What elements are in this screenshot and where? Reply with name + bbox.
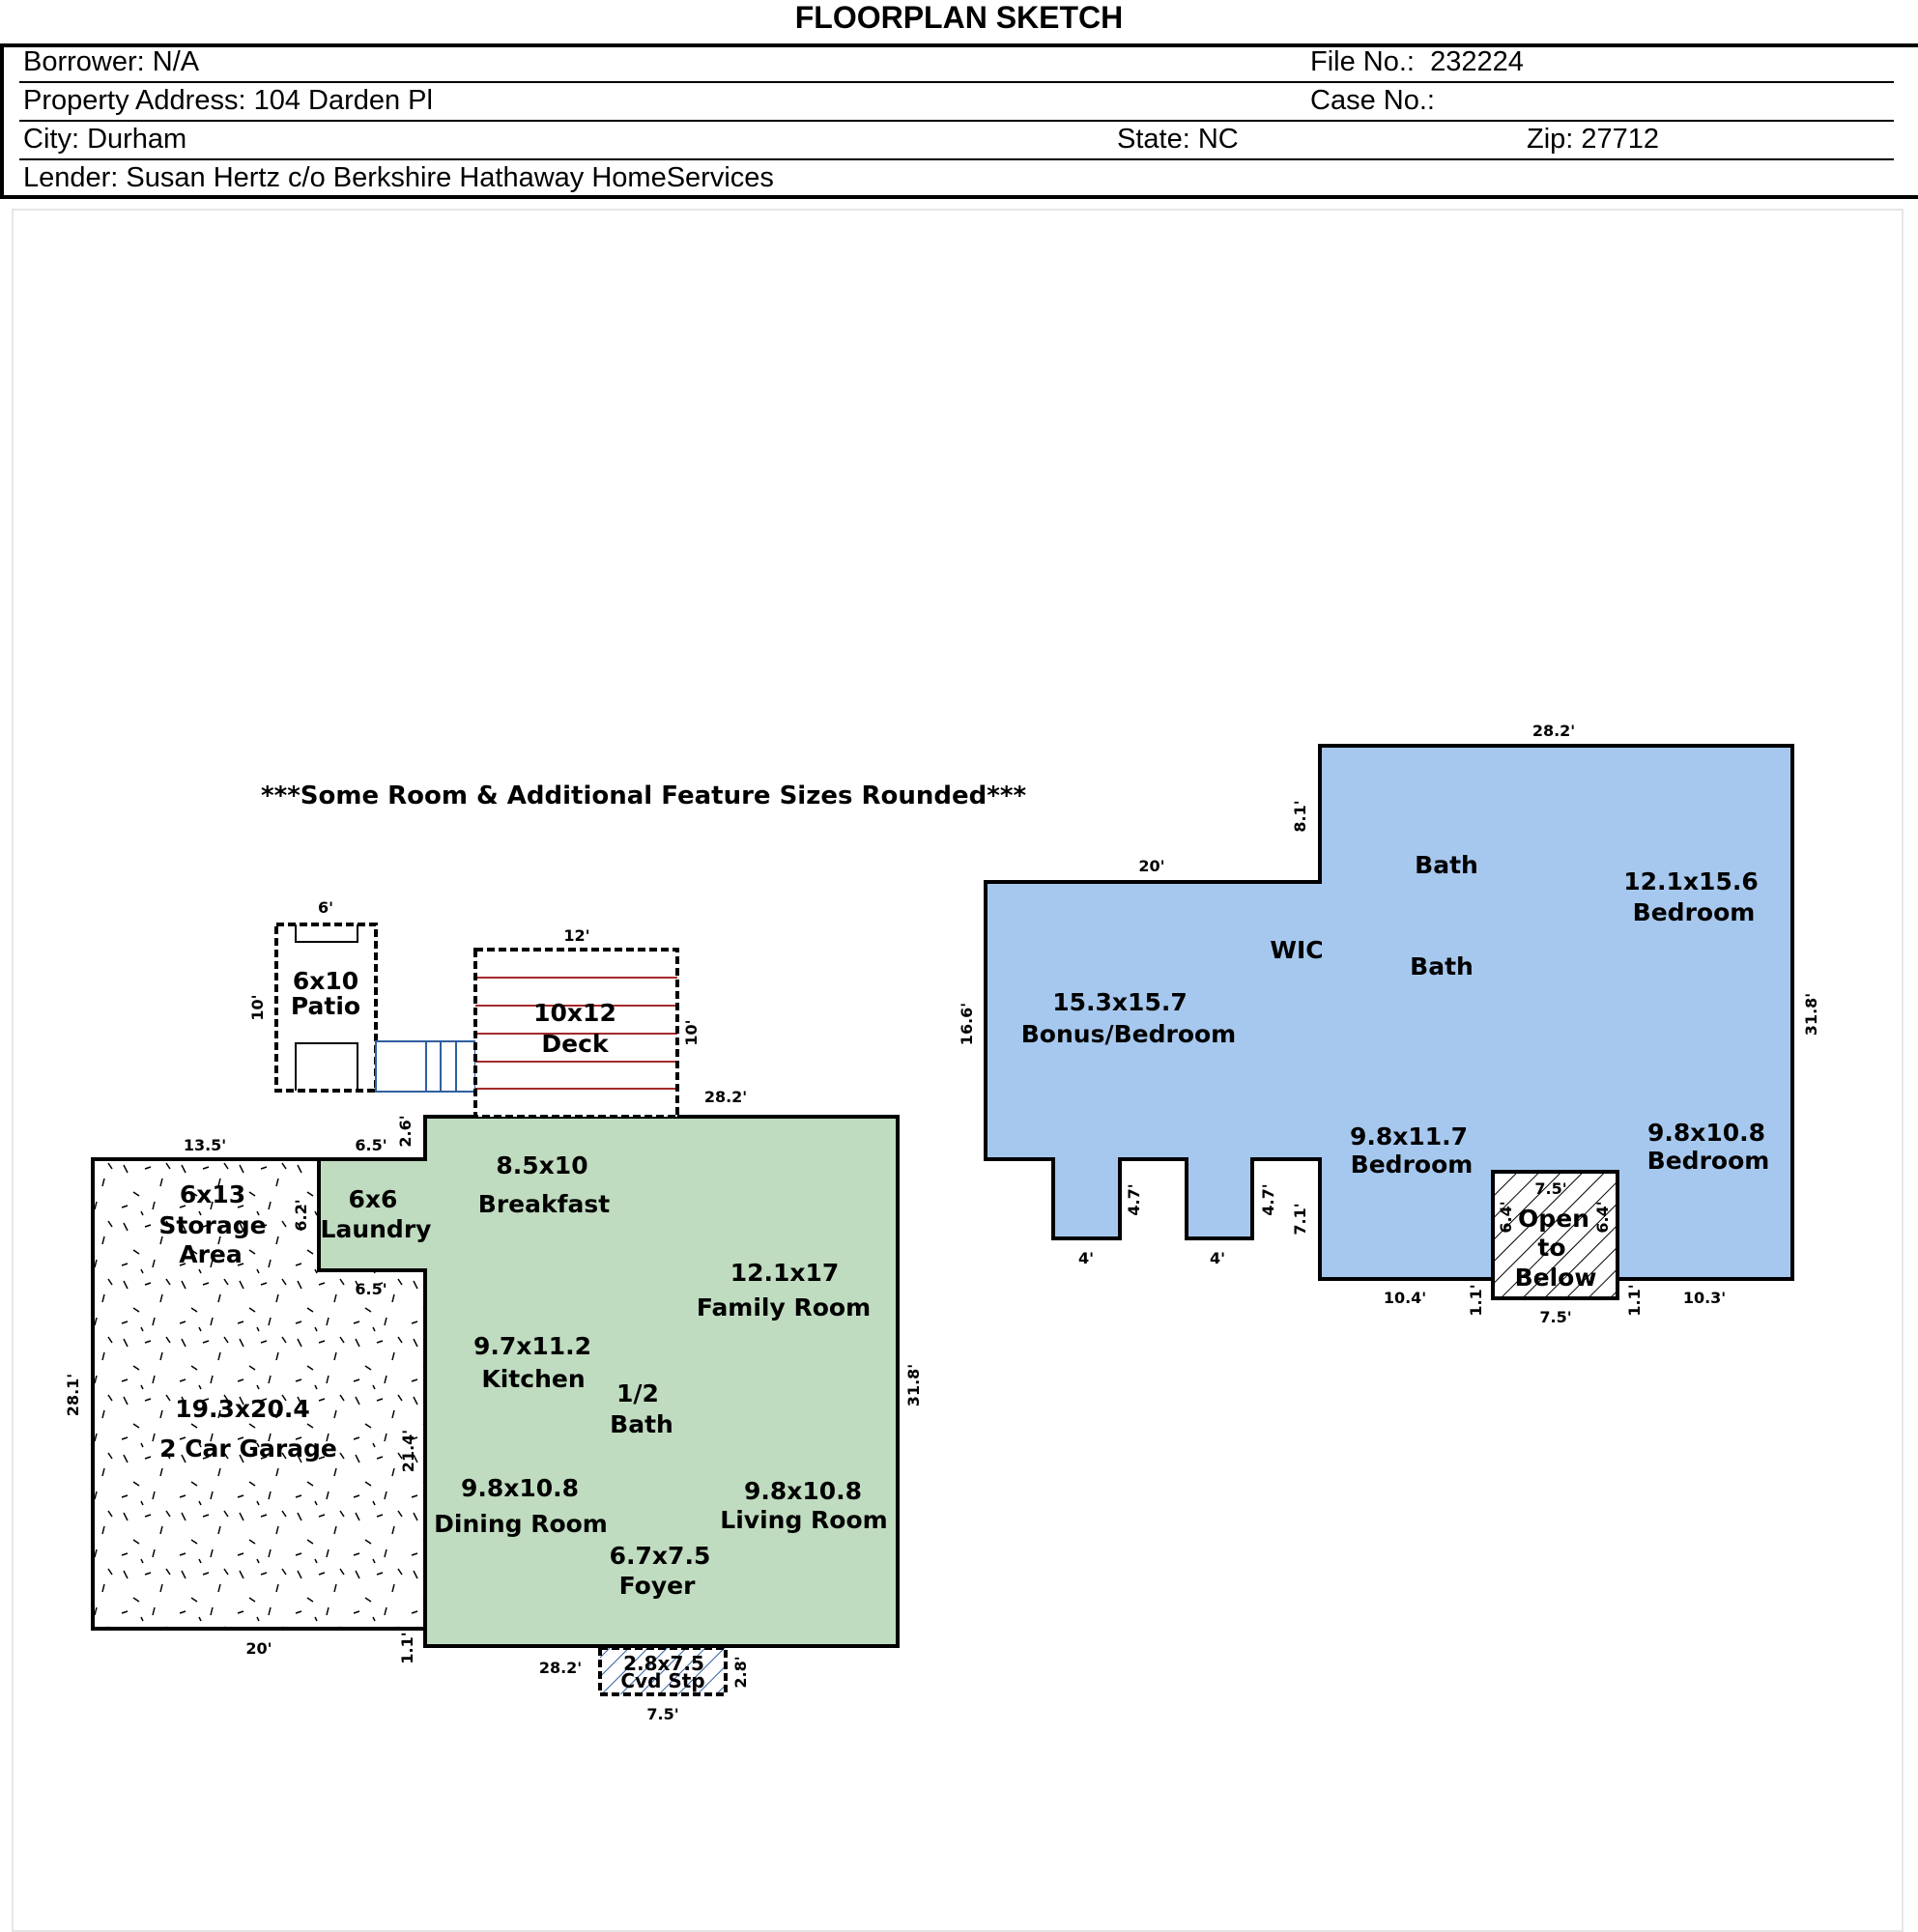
zip-field: Zip: 27712 <box>1527 124 1660 155</box>
city-field: City: Durham <box>23 124 187 155</box>
dim-label: 4.7' <box>1259 1183 1277 1215</box>
deck-outline <box>473 948 679 1119</box>
patio-line <box>295 924 358 943</box>
dim-label: 8.1' <box>1291 800 1309 832</box>
upper-floor-outline <box>984 744 1794 1281</box>
dim-label: 4' <box>1078 1249 1094 1267</box>
dim-label: 10' <box>682 1019 701 1045</box>
borrower-field: Borrower: N/A <box>23 46 200 77</box>
dim-label: 12' <box>563 926 589 945</box>
dim-label: 13.5' <box>184 1136 226 1154</box>
dim-label: 7.5' <box>1539 1308 1571 1326</box>
dim-label: 10' <box>248 994 267 1020</box>
laundry-wall <box>317 1159 427 1629</box>
covered-step <box>598 1646 728 1696</box>
dim-label: 10.3' <box>1683 1289 1726 1307</box>
sketch-frame <box>12 209 1904 1932</box>
dim-label: 4.7' <box>1125 1183 1143 1215</box>
dim-label: 4' <box>1210 1249 1225 1267</box>
patio-outline <box>274 923 378 1093</box>
dim-label: 6' <box>318 898 333 917</box>
header-rule <box>19 120 1894 122</box>
dim-label: 31.8' <box>1802 993 1820 1036</box>
open-to-below <box>1491 1170 1619 1300</box>
main-floor-outline <box>91 1115 900 1648</box>
dim-label: 16.6' <box>958 1003 976 1045</box>
rounding-note: ***Some Room & Additional Feature Sizes … <box>261 781 1026 810</box>
state-field: State: NC <box>1117 124 1239 155</box>
main-floor-area <box>319 1117 898 1646</box>
dim-label: 6.5' <box>355 1136 386 1154</box>
dim-label: 6.4' <box>1497 1201 1515 1233</box>
dim-label: 28.1' <box>64 1374 82 1416</box>
case-no-field: Case No.: <box>1310 85 1435 116</box>
dim-label: 20' <box>245 1639 272 1658</box>
dim-label: 6.5' <box>355 1280 386 1298</box>
header-rule <box>19 158 1894 160</box>
deck-boards <box>475 977 677 1090</box>
dim-label: 20' <box>1138 857 1164 875</box>
dim-label: 7.1' <box>1291 1203 1309 1235</box>
bath-label: Bath <box>1415 851 1478 879</box>
bath-label: Bath <box>1410 952 1474 980</box>
dim-label: 10.4' <box>1384 1289 1426 1307</box>
dim-label: 2.6' <box>396 1115 415 1147</box>
dim-label: 1.1' <box>1625 1284 1644 1316</box>
address-field: Property Address: 104 Darden Pl <box>23 85 433 116</box>
page-title: FLOORPLAN SKETCH <box>794 0 1124 35</box>
patio-line <box>295 1042 358 1091</box>
dim-label: 31.8' <box>904 1364 923 1406</box>
dim-label: 1.1' <box>398 1632 416 1663</box>
header-box <box>0 43 1918 199</box>
dim-label: 28.2' <box>704 1088 747 1106</box>
dim-label: 28.2' <box>539 1659 582 1677</box>
file-no-field: File No.: 232224 <box>1310 46 1524 77</box>
dim-label: 7.5' <box>646 1705 678 1723</box>
header-rule <box>19 81 1894 83</box>
dim-label: 6.2' <box>292 1199 310 1231</box>
dim-label: 28.2' <box>1532 722 1575 740</box>
lender-field: Lender: Susan Hertz c/o Berkshire Hathaw… <box>23 162 774 193</box>
dim-label: 7.5' <box>1534 1179 1566 1198</box>
dim-label: 2.8' <box>731 1656 750 1688</box>
dim-label: 21.4' <box>399 1430 417 1472</box>
header-left-edge <box>0 43 4 199</box>
dim-label: 1.1' <box>1467 1284 1485 1316</box>
dim-label: 6.4' <box>1593 1201 1612 1233</box>
wic-label: WIC <box>1270 936 1323 964</box>
